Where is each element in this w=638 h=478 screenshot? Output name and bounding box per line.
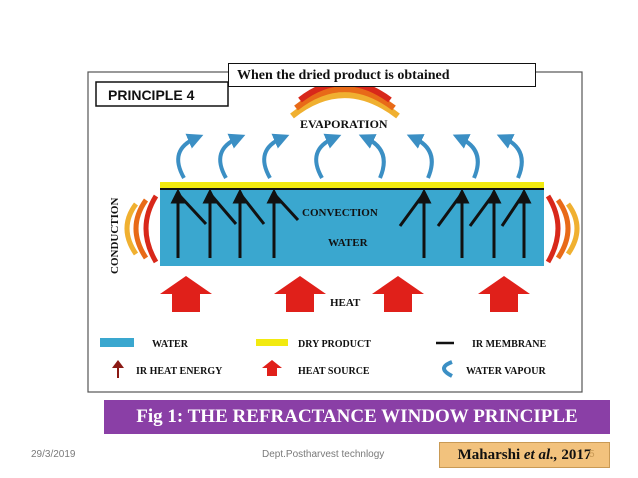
water-vapour-arrows (176, 133, 524, 179)
heat-arrow-icon (160, 276, 212, 312)
ir-arrow-icon (178, 194, 208, 226)
legend-ir-heat-energy-label: IR HEAT ENERGY (136, 366, 223, 377)
citation-box: Maharshi et al., 2017 (439, 442, 610, 468)
ir-arrow-icon (210, 195, 238, 225)
figure-caption: Fig 1: THE REFRACTANCE WINDOW PRINCIPLE (104, 400, 610, 434)
heat-label: HEAT (330, 297, 361, 309)
ir-arrow-icon (500, 195, 524, 227)
legend-ir-membrane-label: IR MEMBRANE (472, 339, 546, 350)
vapour-arrow-icon (176, 133, 204, 179)
dry-product-layer (160, 182, 544, 188)
ir-arrow-icon (468, 195, 494, 227)
ir-arrow-icon (274, 194, 300, 222)
vapour-arrow-icon (406, 134, 434, 179)
vapour-arrow-icon (314, 133, 342, 179)
heat-arrow-icon (478, 276, 530, 312)
vapour-arrow-icon (358, 134, 386, 179)
legend-heat-source-icon (262, 360, 282, 376)
legend-water-vapour-label: WATER VAPOUR (466, 366, 547, 377)
caption-text: Fig 1: THE REFRACTANCE WINDOW PRINCIPLE (136, 406, 578, 427)
legend-ir-arrow-icon (112, 360, 124, 378)
conduction-left-arcs-icon (124, 194, 159, 264)
water-label: WATER (328, 237, 369, 249)
heat-arrow-icon (274, 276, 326, 312)
legend-dry-product-label: DRY PRODUCT (298, 339, 371, 350)
callout-text: When the dried product is obtained (237, 68, 450, 83)
convection-label: CONVECTION (302, 207, 378, 219)
citation-etal: et al., (523, 447, 558, 463)
evaporation-label: EVAPORATION (300, 117, 388, 131)
slide-number: 5 (589, 449, 595, 460)
conduction-right-arcs-icon (545, 194, 580, 264)
principle-box (95, 81, 229, 107)
legend-heat-source-label: HEAT SOURCE (298, 366, 370, 377)
vapour-arrow-icon (218, 133, 246, 179)
vapour-arrow-icon (452, 134, 480, 179)
vapour-arrow-icon (262, 133, 290, 179)
heat-arrows (160, 276, 530, 312)
ir-energy-arrows (170, 188, 532, 258)
conduction-label: CONDUCTION (109, 198, 121, 274)
legend-water-vapour-icon (442, 360, 453, 378)
vapour-arrow-icon (496, 134, 524, 179)
ir-arrow-icon (436, 195, 462, 227)
principle-label: PRINCIPLE 4 (108, 87, 195, 103)
callout-box: When the dried product is obtained (228, 63, 536, 87)
legend-dry-product-swatch (256, 339, 288, 346)
water-body (160, 190, 544, 266)
footer-date: 29/3/2019 (31, 449, 76, 460)
citation-year: 2017 (557, 447, 592, 463)
footer-department: Dept.Postharvest technlogy (262, 449, 385, 460)
heat-arrow-icon (372, 276, 424, 312)
citation-author: Maharshi (457, 447, 524, 463)
legend: WATER DRY PRODUCT IR MEMBRANE IR HEAT EN… (100, 338, 547, 378)
legend-water-swatch (100, 338, 134, 347)
legend-water-label: WATER (152, 339, 189, 350)
ir-arrow-icon (240, 195, 266, 225)
ir-arrow-icon (398, 195, 424, 227)
